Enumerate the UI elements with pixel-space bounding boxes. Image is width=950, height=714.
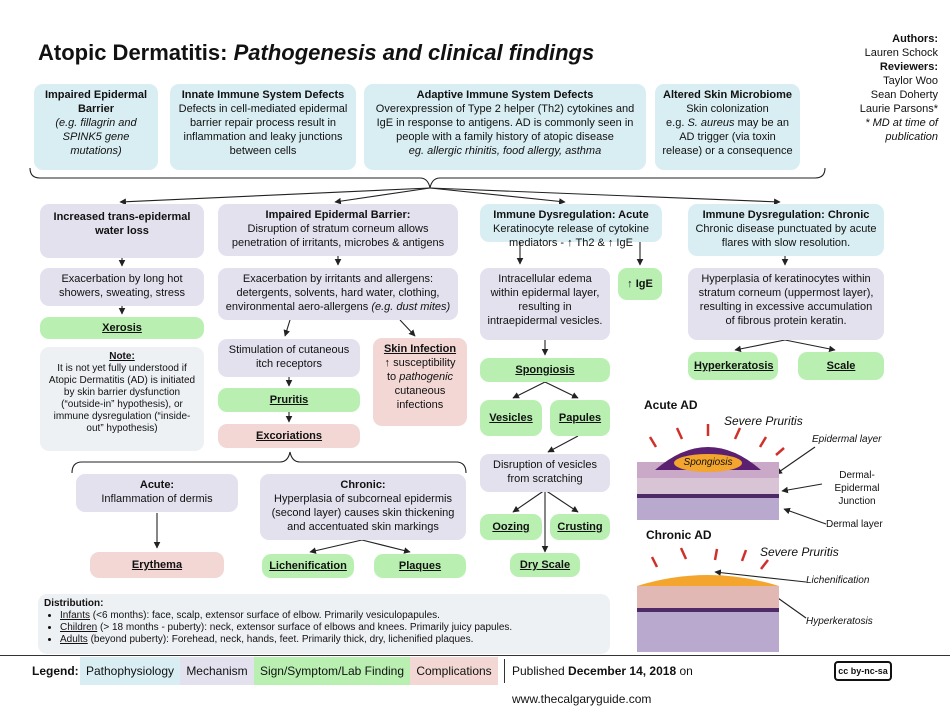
oozing-box: Oozing: [480, 514, 542, 540]
author-name: Lauren Schock: [864, 47, 938, 59]
box-body: Defects in cell-mediated epidermal barri…: [178, 103, 348, 157]
top-bracket: [29, 167, 826, 189]
acute-inflammation-box: Acute: Inflammation of dermis: [76, 474, 238, 512]
chronic-dysregulation-box: Immune Dysregulation: Chronic Chronic di…: [688, 204, 884, 256]
acute-ad-illustration: [637, 424, 785, 520]
box-body: Keratinocyte release of cytokine mediato…: [493, 223, 649, 249]
reviewers-label: Reviewers:: [879, 61, 938, 73]
box-title: Immune Dysregulation: Chronic: [702, 209, 870, 221]
box-title: Adaptive Immune System Defects: [416, 89, 594, 101]
legend-sign-symptom: Sign/Symptom/Lab Finding: [254, 657, 410, 685]
box-title: Innate Immune System Defects: [181, 89, 345, 101]
irritants-box: Exacerbation by irritants and allergens:…: [218, 268, 458, 320]
disruption-box: Disruption of vesicles from scratching: [480, 454, 610, 492]
page-title: Atopic Dermatitis: Pathogenesis and clin…: [38, 40, 594, 66]
distribution-title: Distribution:: [44, 598, 104, 609]
credits: Authors: Lauren Schock Reviewers: Taylor…: [818, 32, 938, 144]
impaired-barrier-box: Impaired Epidermal Barrier: Disruption o…: [218, 204, 458, 256]
box-body: Skin colonization: [686, 103, 769, 115]
severe-pruritis-label: Severe Pruritis: [760, 545, 839, 559]
legend-complications: Complications: [410, 657, 498, 685]
credits-note: * MD at time of publication: [865, 117, 938, 143]
title-sub: Pathogenesis and clinical findings: [233, 40, 595, 65]
box-title: Impaired Epidermal Barrier:: [265, 209, 411, 221]
chronic-ad-label: Chronic AD: [646, 528, 712, 542]
box-title: Immune Dysregulation: Acute: [493, 209, 649, 221]
note-body: It is not yet fully understood if Atopic…: [48, 363, 196, 434]
lichenification-label: Lichenification: [806, 575, 870, 586]
water-loss-box: Increased trans-epidermal water loss: [40, 204, 204, 258]
note-box: Note: It is not yet fully understood if …: [40, 347, 204, 451]
plaques-box: Plaques: [374, 554, 466, 578]
pruritis-box: Pruritis: [218, 388, 360, 412]
scale-box: Scale: [798, 352, 884, 380]
box-title: Chronic:: [340, 479, 386, 491]
reviewer-name: Taylor Woo: [883, 75, 938, 87]
spongiosis-box: Spongiosis: [480, 358, 610, 382]
vesicles-box: Vesicles: [480, 400, 542, 436]
box-example: eg. allergic rhinitis, food allergy, ast…: [408, 145, 602, 157]
excoriations-box: Excoriations: [218, 424, 360, 448]
adaptive-immune-box: Adaptive Immune System Defects Overexpre…: [364, 84, 646, 170]
dermal-epidermal-label: Dermal-Epidermal Junction: [834, 470, 880, 507]
distribution-box: Distribution: Infants (<6 months): face,…: [38, 594, 610, 654]
title-main: Atopic Dermatitis:: [38, 40, 228, 65]
dermal-layer-label: Dermal layer: [826, 519, 883, 530]
box-title: Altered Skin Microbiome: [663, 89, 792, 101]
authors-label: Authors:: [892, 33, 938, 45]
box-title: Skin Infection: [383, 343, 457, 355]
spongiosis-label: Spongiosis: [683, 457, 733, 468]
legend-separator: [504, 659, 505, 683]
distribution-item: Infants (<6 months): face, scalp, extens…: [60, 610, 604, 622]
legend-divider: [0, 655, 950, 656]
reviewer-name: Laurie Parsons*: [859, 103, 938, 115]
impaired-barrier-cause-box: Impaired Epidermal Barrier (e.g. fillagr…: [34, 84, 158, 170]
box-title: Acute:: [139, 479, 175, 491]
microbiome-box: Altered Skin Microbiome Skin colonizatio…: [655, 84, 800, 170]
box-body: Overexpression of Type 2 helper (Th2) cy…: [375, 103, 635, 143]
reviewer-name: Sean Doherty: [870, 89, 938, 101]
box-body: Hyperplasia of subcorneal epidermis (sec…: [271, 493, 455, 533]
skin-infection-box: Skin Infection ↑ susceptibility to patho…: [373, 338, 467, 426]
legend-pathophysiology: Pathophysiology: [80, 657, 180, 685]
hyperkeratosis-label: Hyperkeratosis: [806, 616, 873, 627]
legend-label: Legend:: [32, 664, 79, 678]
box-body: Chronic disease punctuated by acute flar…: [695, 223, 877, 249]
chronic-hyperplasia-box: Chronic: Hyperplasia of subcorneal epide…: [260, 474, 466, 540]
box-title: Impaired Epidermal Barrier: [44, 89, 148, 115]
exacerbation-box: Exacerbation by long hot showers, sweati…: [40, 268, 204, 306]
itch-receptors-box: Stimulation of cutaneous itch receptors: [218, 339, 360, 377]
distribution-item: Adults (beyond puberty): Forehead, neck,…: [60, 634, 604, 646]
erythema-box: Erythema: [90, 552, 224, 578]
distribution-item: Children (> 18 months - puberty): neck, …: [60, 622, 604, 634]
xerosis-box: Xerosis: [40, 317, 204, 339]
crusting-box: Crusting: [550, 514, 610, 540]
lichenification-box: Lichenification: [262, 554, 354, 578]
hyperplasia-box: Hyperplasia of keratinocytes within stra…: [688, 268, 884, 340]
dry-scale-box: Dry Scale: [510, 553, 580, 577]
published-info: Published December 14, 2018 on www.theca…: [512, 664, 693, 706]
innate-immune-box: Innate Immune System Defects Defects in …: [170, 84, 356, 170]
hyperkeratosis-box: Hyperkeratosis: [688, 352, 778, 380]
epidermal-layer-label: Epidermal layer: [812, 434, 882, 445]
box-body: Inflammation of dermis: [101, 493, 213, 505]
edema-box: Intracellular edema within epidermal lay…: [480, 268, 610, 340]
box-body: Disruption of stratum corneum allows pen…: [231, 223, 445, 249]
chronic-ad-illustration: [637, 547, 779, 652]
note-title: Note:: [109, 351, 135, 362]
ige-box: ↑ IgE: [618, 268, 662, 300]
acute-ad-label: Acute AD: [644, 398, 698, 412]
spongiosis-blob: [674, 454, 742, 472]
cc-license-badge: cc by-nc-sa: [834, 661, 892, 681]
papules-box: Papules: [550, 400, 610, 436]
box-body-2: e.g. S. aureus may be an AD trigger (via…: [662, 117, 793, 157]
box-body: (e.g. fillagrin and SPINK5 gene mutation…: [55, 117, 137, 157]
legend-bar: Legend: Pathophysiology Mechanism Sign/S…: [0, 655, 950, 706]
legend-mechanism: Mechanism: [180, 657, 254, 685]
severe-pruritis-label: Severe Pruritis: [724, 414, 803, 428]
acute-dysregulation-box: Immune Dysregulation: Acute Keratinocyte…: [480, 204, 662, 249]
